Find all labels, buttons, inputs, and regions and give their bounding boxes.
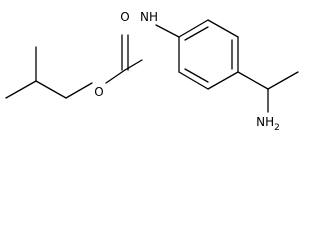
bond-carbonyl-n <box>124 59 143 71</box>
bond-ch2-o <box>65 82 93 99</box>
structure-diagram: O O NH NH2 <box>5 10 299 133</box>
ester-oxygen-label: O <box>94 85 103 99</box>
bond-methyl-a <box>5 80 37 99</box>
ring-bond-4 <box>207 71 239 90</box>
bond-o-carbonyl <box>105 69 126 84</box>
ring-bond-2 <box>207 19 239 38</box>
bond-ch-ch2 <box>35 80 67 99</box>
bond-ring-ch <box>237 71 269 90</box>
carbonyl-oxygen-label: O <box>120 10 129 24</box>
bond-ch-methyl <box>267 71 299 90</box>
amine-subscript: 2 <box>274 123 280 133</box>
amide-nh-label: NH <box>140 10 158 24</box>
ring-double-1 <box>184 26 209 41</box>
bond-n-ring <box>155 24 180 38</box>
ring-bond-5 <box>178 71 209 90</box>
ring-double-3 <box>184 68 209 83</box>
structure-canvas: O O NH NH2 <box>5 10 299 133</box>
amine-label: NH2 <box>256 115 280 133</box>
ring-bond-1 <box>178 19 209 38</box>
amine-nh-text: NH <box>256 115 274 129</box>
